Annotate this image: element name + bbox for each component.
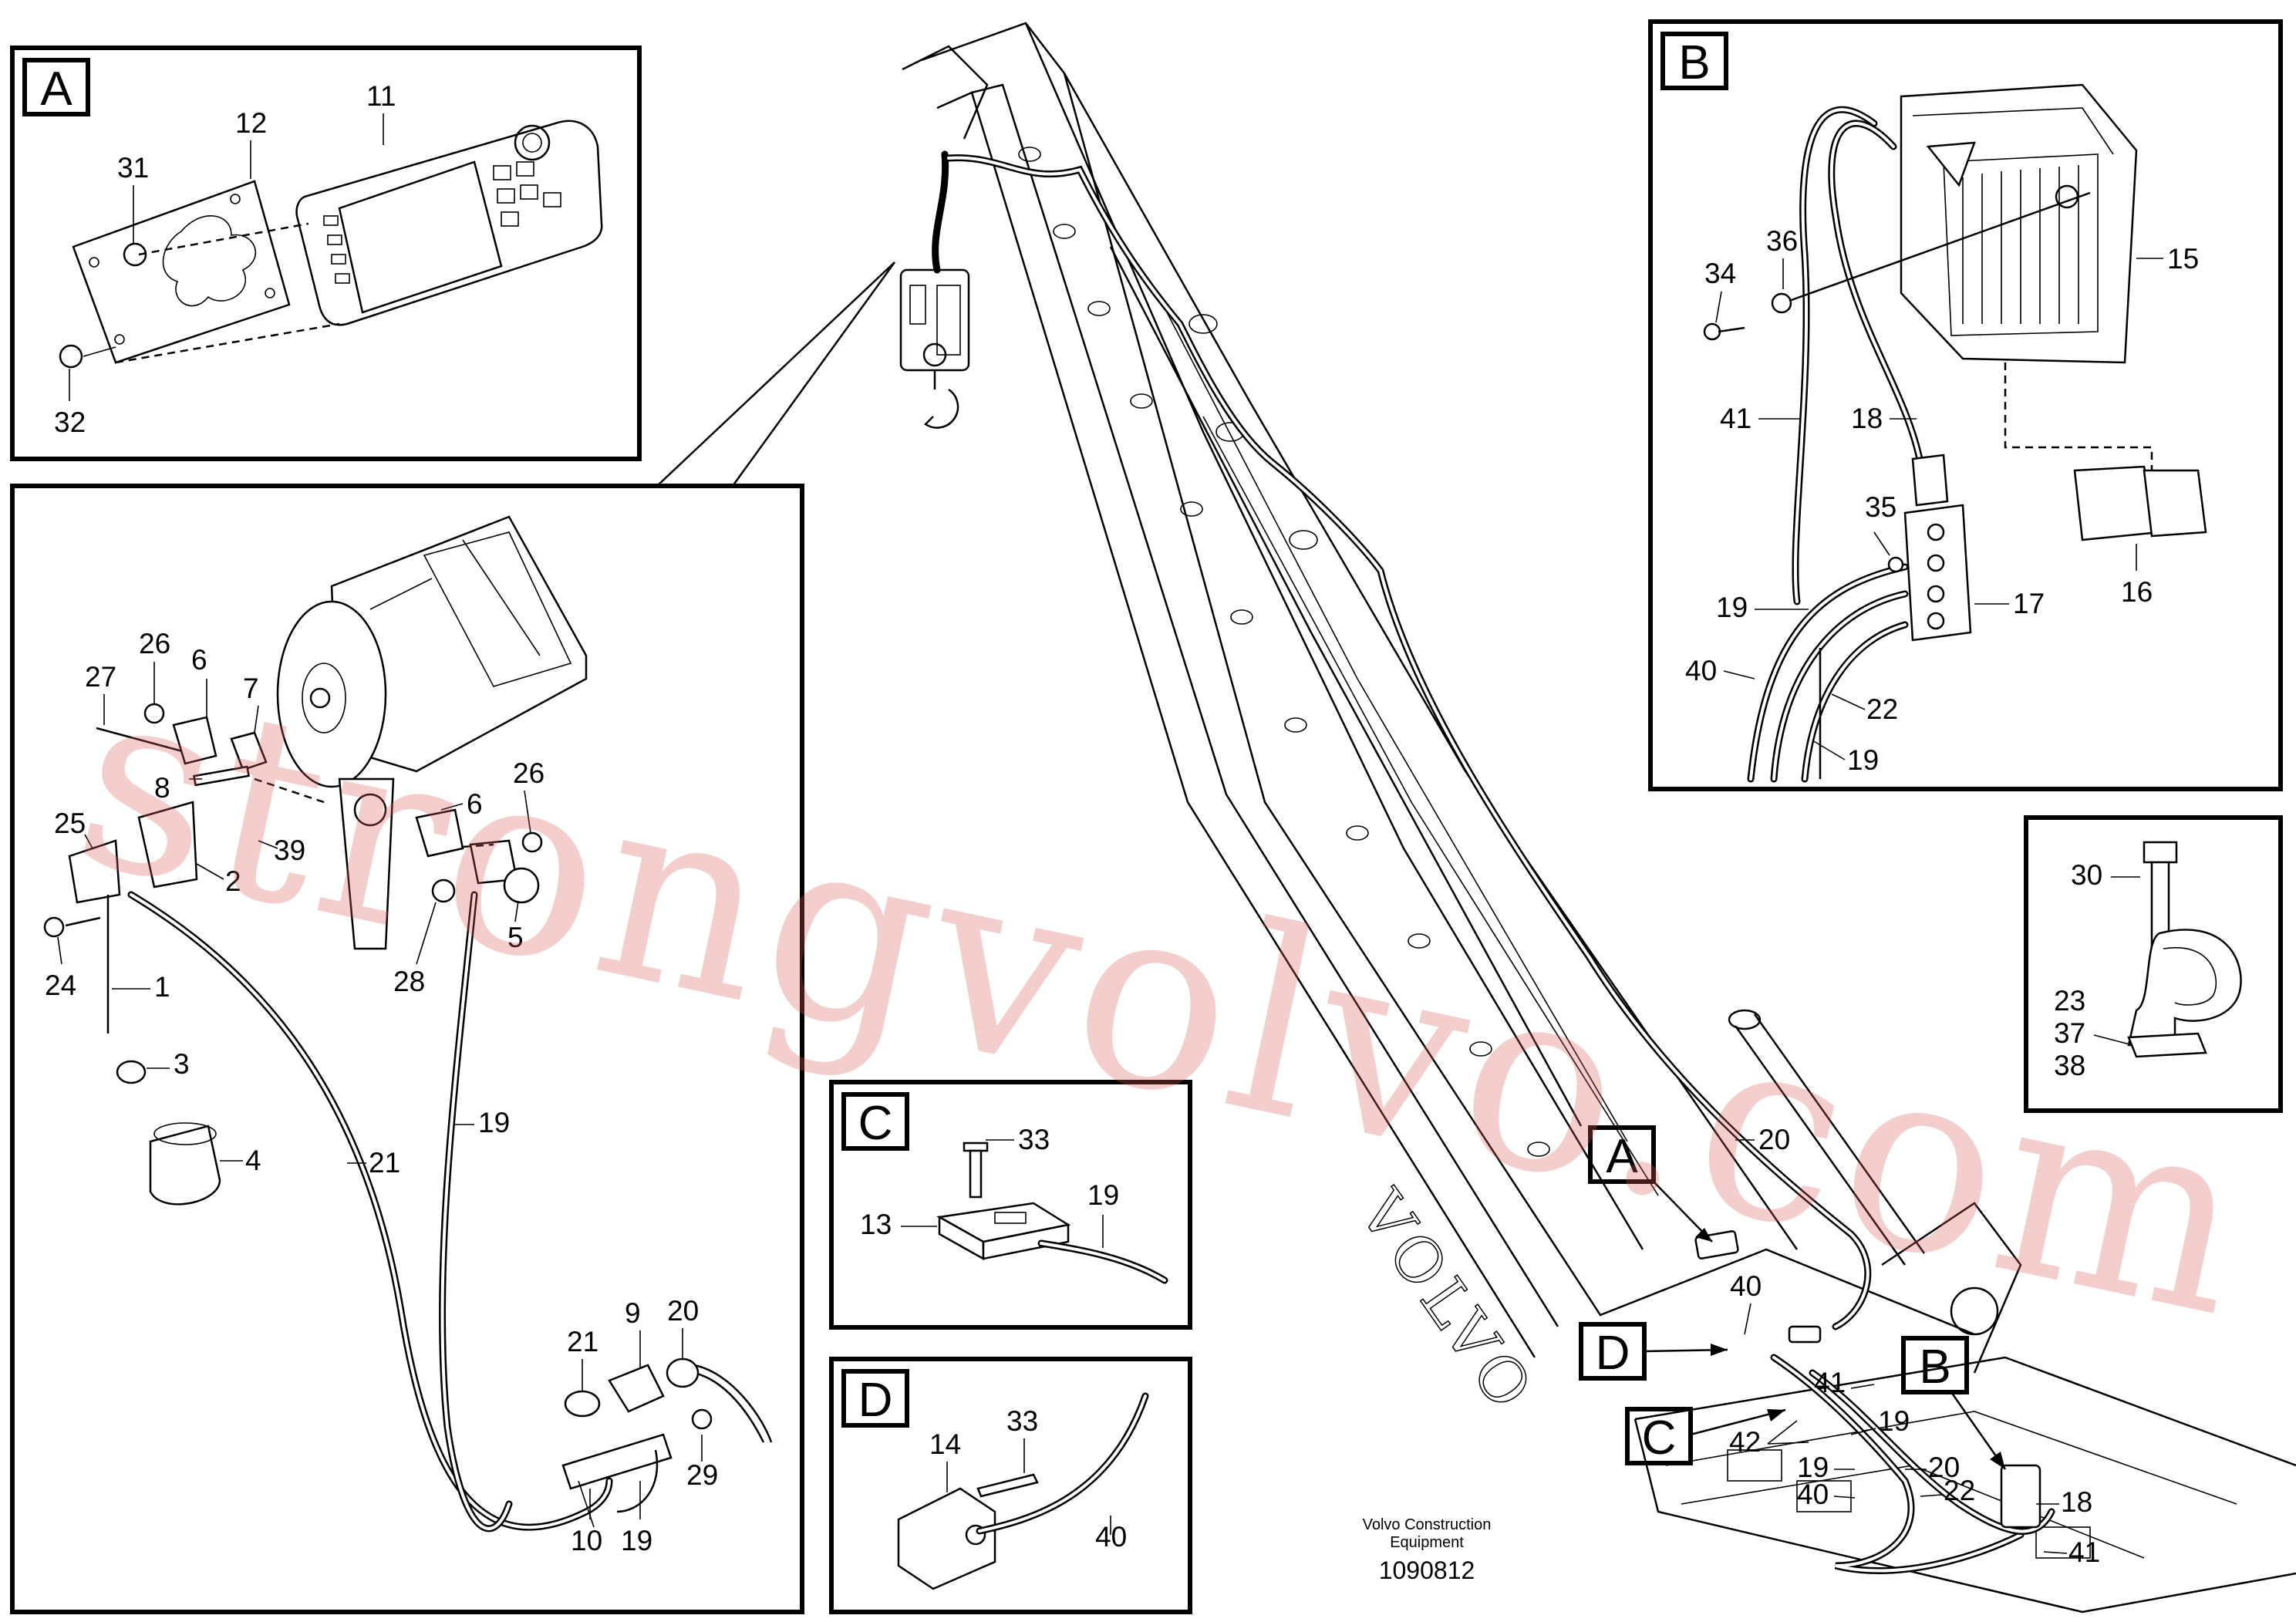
part-number-label: 14	[929, 1428, 961, 1460]
part-number-label: 40	[1685, 655, 1717, 686]
part-number-label: 19	[1878, 1405, 1910, 1437]
part-number-label: 21	[567, 1326, 598, 1357]
detail-b-letter: B	[1678, 36, 1710, 89]
detail-d-letter: D	[858, 1374, 893, 1427]
part-number-label: 23	[2054, 985, 2085, 1017]
callout-letter-b: B	[1919, 1340, 1950, 1394]
part-number-label: 6	[467, 788, 483, 820]
callout-letter-d: D	[1596, 1327, 1630, 1380]
detail-view-clamp: 30 23 37 38	[2024, 815, 2283, 1113]
detail-view-hoist: 27 26 6 7 8 25 2 39 6 26 24 1 28 5 3 4 2…	[10, 484, 804, 1614]
part-number-label: 19	[621, 1525, 652, 1556]
callout-letter-a: A	[1606, 1130, 1638, 1183]
part-number-label: 7	[243, 673, 259, 704]
part-number-label: 16	[2121, 576, 2153, 608]
part-number-label: 12	[235, 107, 267, 139]
part-number-label: 25	[54, 808, 86, 839]
part-number-label: 27	[85, 661, 116, 693]
sensor-13	[982, 1223, 1070, 1260]
part-number-label: 9	[625, 1297, 641, 1329]
switch-4	[149, 1125, 221, 1206]
part-number-label: 24	[45, 969, 76, 1001]
drawing-number: 1090812	[1379, 1556, 1475, 1584]
part-number-label: 42	[1729, 1426, 1761, 1458]
control-unit-15	[1900, 83, 2138, 364]
part-number-label: 15	[2167, 243, 2199, 275]
part-number-label: 39	[274, 835, 305, 866]
part-number-label: 41	[2068, 1536, 2100, 1568]
part-number-label: 4	[245, 1145, 261, 1176]
sensor-14	[897, 1487, 996, 1590]
part-number-label: 22	[1944, 1475, 1975, 1506]
company-line-2: Equipment	[1390, 1534, 1464, 1551]
detail-view-d: D 14 33 40	[829, 1357, 1192, 1614]
part-number-label: 1	[154, 971, 170, 1003]
part-number-label: 29	[686, 1459, 718, 1491]
part-number-label: 37	[2054, 1017, 2085, 1049]
part-number-label: 13	[860, 1209, 892, 1240]
part-number-label: 19	[478, 1107, 510, 1138]
part-number-label: 3	[174, 1048, 190, 1080]
detail-c-letter: C	[858, 1097, 893, 1150]
part-number-label: 26	[139, 628, 170, 659]
part-number-label: 34	[1704, 258, 1736, 289]
part-number-label: 22	[1866, 693, 1898, 725]
part-number-label: 26	[513, 757, 544, 789]
main-view-labels: 20 40 41 19 42 19 20 40 22 18 41	[1729, 1124, 2100, 1568]
crane-hook	[899, 45, 989, 429]
part-number-label: 19	[1797, 1452, 1829, 1483]
part-number-label: 8	[154, 772, 170, 804]
part-number-label: 2	[225, 865, 241, 897]
part-number-label: 11	[366, 80, 396, 112]
part-number-label: 6	[191, 644, 207, 676]
detail-a-letter: A	[40, 62, 72, 116]
part-number-label: 41	[1814, 1367, 1846, 1398]
junction-17	[1903, 504, 1972, 642]
part-number-label: 17	[2013, 588, 2045, 619]
callout-letter-c: C	[1642, 1411, 1677, 1465]
winch	[276, 515, 588, 950]
connector-main-view	[1788, 1325, 1822, 1344]
part-number-label: 36	[1766, 225, 1798, 257]
detail-leader	[656, 261, 896, 487]
detail-view-c: C 33 13 19	[829, 1080, 1192, 1330]
part-number-label: 19	[1087, 1179, 1119, 1211]
part-number-label: 19	[1847, 744, 1879, 776]
control-unit-main-view	[2000, 1464, 2041, 1529]
part-number-label: 20	[1928, 1452, 1960, 1483]
detail-view-b: B 36 34 15 41 1	[1648, 19, 2283, 791]
part-number-label: 40	[1797, 1479, 1829, 1510]
part-number-label: 35	[1865, 491, 1896, 523]
part-number-label: 31	[117, 152, 149, 184]
main-view-callouts: A D C B	[1579, 1125, 2007, 1470]
part-number-label: 18	[2061, 1486, 2092, 1518]
part-number-label: 33	[1018, 1124, 1050, 1155]
part-number-label: 5	[507, 922, 524, 953]
part-number-label: 20	[1758, 1124, 1790, 1155]
part-number-label: 10	[571, 1525, 602, 1556]
part-number-label: 21	[369, 1147, 400, 1179]
part-number-label: 40	[1730, 1270, 1762, 1302]
part-number-label: 19	[1716, 592, 1748, 623]
company-line-1: Volvo Construction	[1363, 1516, 1492, 1533]
part-number-label: 41	[1720, 403, 1752, 434]
clamp-23	[2127, 929, 2242, 1047]
part-number-label: 38	[2054, 1050, 2085, 1081]
part-number-label: 33	[1006, 1405, 1038, 1437]
drawing-footer: Volvo Construction Equipment 1090812	[1363, 1516, 1492, 1584]
part-number-label: 20	[667, 1295, 699, 1327]
part-number-label: 18	[1851, 403, 1883, 434]
detail-view-a: A 31 12 11 32	[10, 46, 642, 461]
part-number-label: 32	[54, 406, 86, 438]
part-number-label: 28	[393, 966, 425, 997]
part-number-label: 30	[2071, 859, 2102, 891]
